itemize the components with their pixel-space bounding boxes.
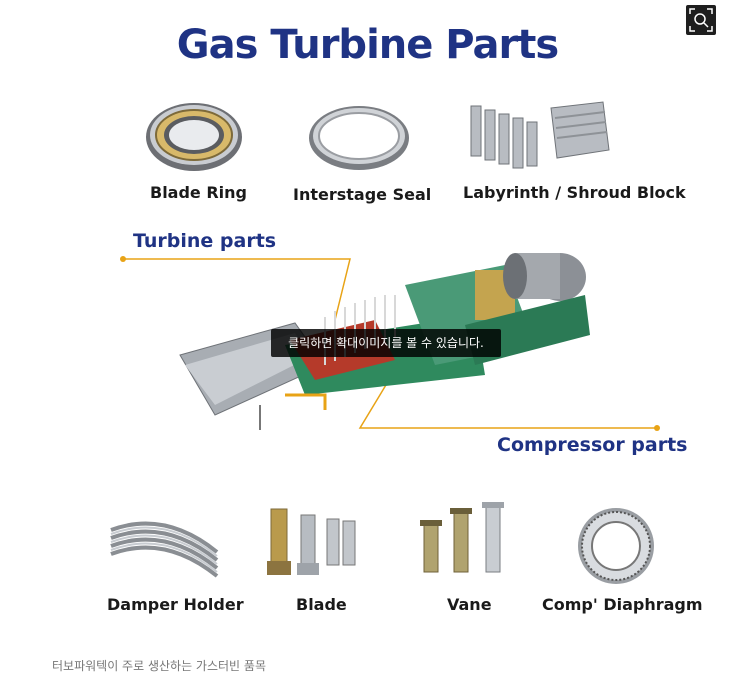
labyrinth-shroud-label: Labyrinth / Shroud Block (463, 183, 686, 202)
compressor-parts-label: Compressor parts (497, 434, 688, 456)
blade-ring-image (146, 103, 242, 171)
figure-title: Gas Turbine Parts (176, 22, 559, 68)
interstage-seal-label: Interstage Seal (293, 185, 432, 204)
interstage-seal-image (309, 106, 409, 170)
blade-ring-label: Blade Ring (150, 183, 247, 202)
leader-lines (120, 256, 660, 431)
comp-diaphragm-image (578, 508, 654, 584)
zoom-icon (689, 8, 713, 32)
zoom-hint-tooltip: 클릭하면 확대이미지를 볼 수 있습니다. (271, 329, 501, 357)
vane-label: Vane (447, 595, 492, 614)
damper-holder-image (110, 521, 219, 578)
image-caption: 터보파워텍이 주로 생산하는 가스터빈 품목 (52, 659, 266, 673)
damper-holder-label: Damper Holder (107, 595, 244, 614)
gas-turbine-parts-figure[interactable]: Gas Turbine Parts Blade Ring Interstage … (0, 0, 735, 640)
zoom-button[interactable] (686, 5, 716, 35)
labyrinth-shroud-block-image (470, 101, 610, 169)
vane-image (420, 502, 504, 573)
blade-image (267, 508, 356, 575)
turbine-parts-label: Turbine parts (133, 230, 277, 252)
blade-label: Blade (296, 595, 347, 614)
comp-diaphragm-label: Comp' Diaphragm (542, 595, 703, 614)
